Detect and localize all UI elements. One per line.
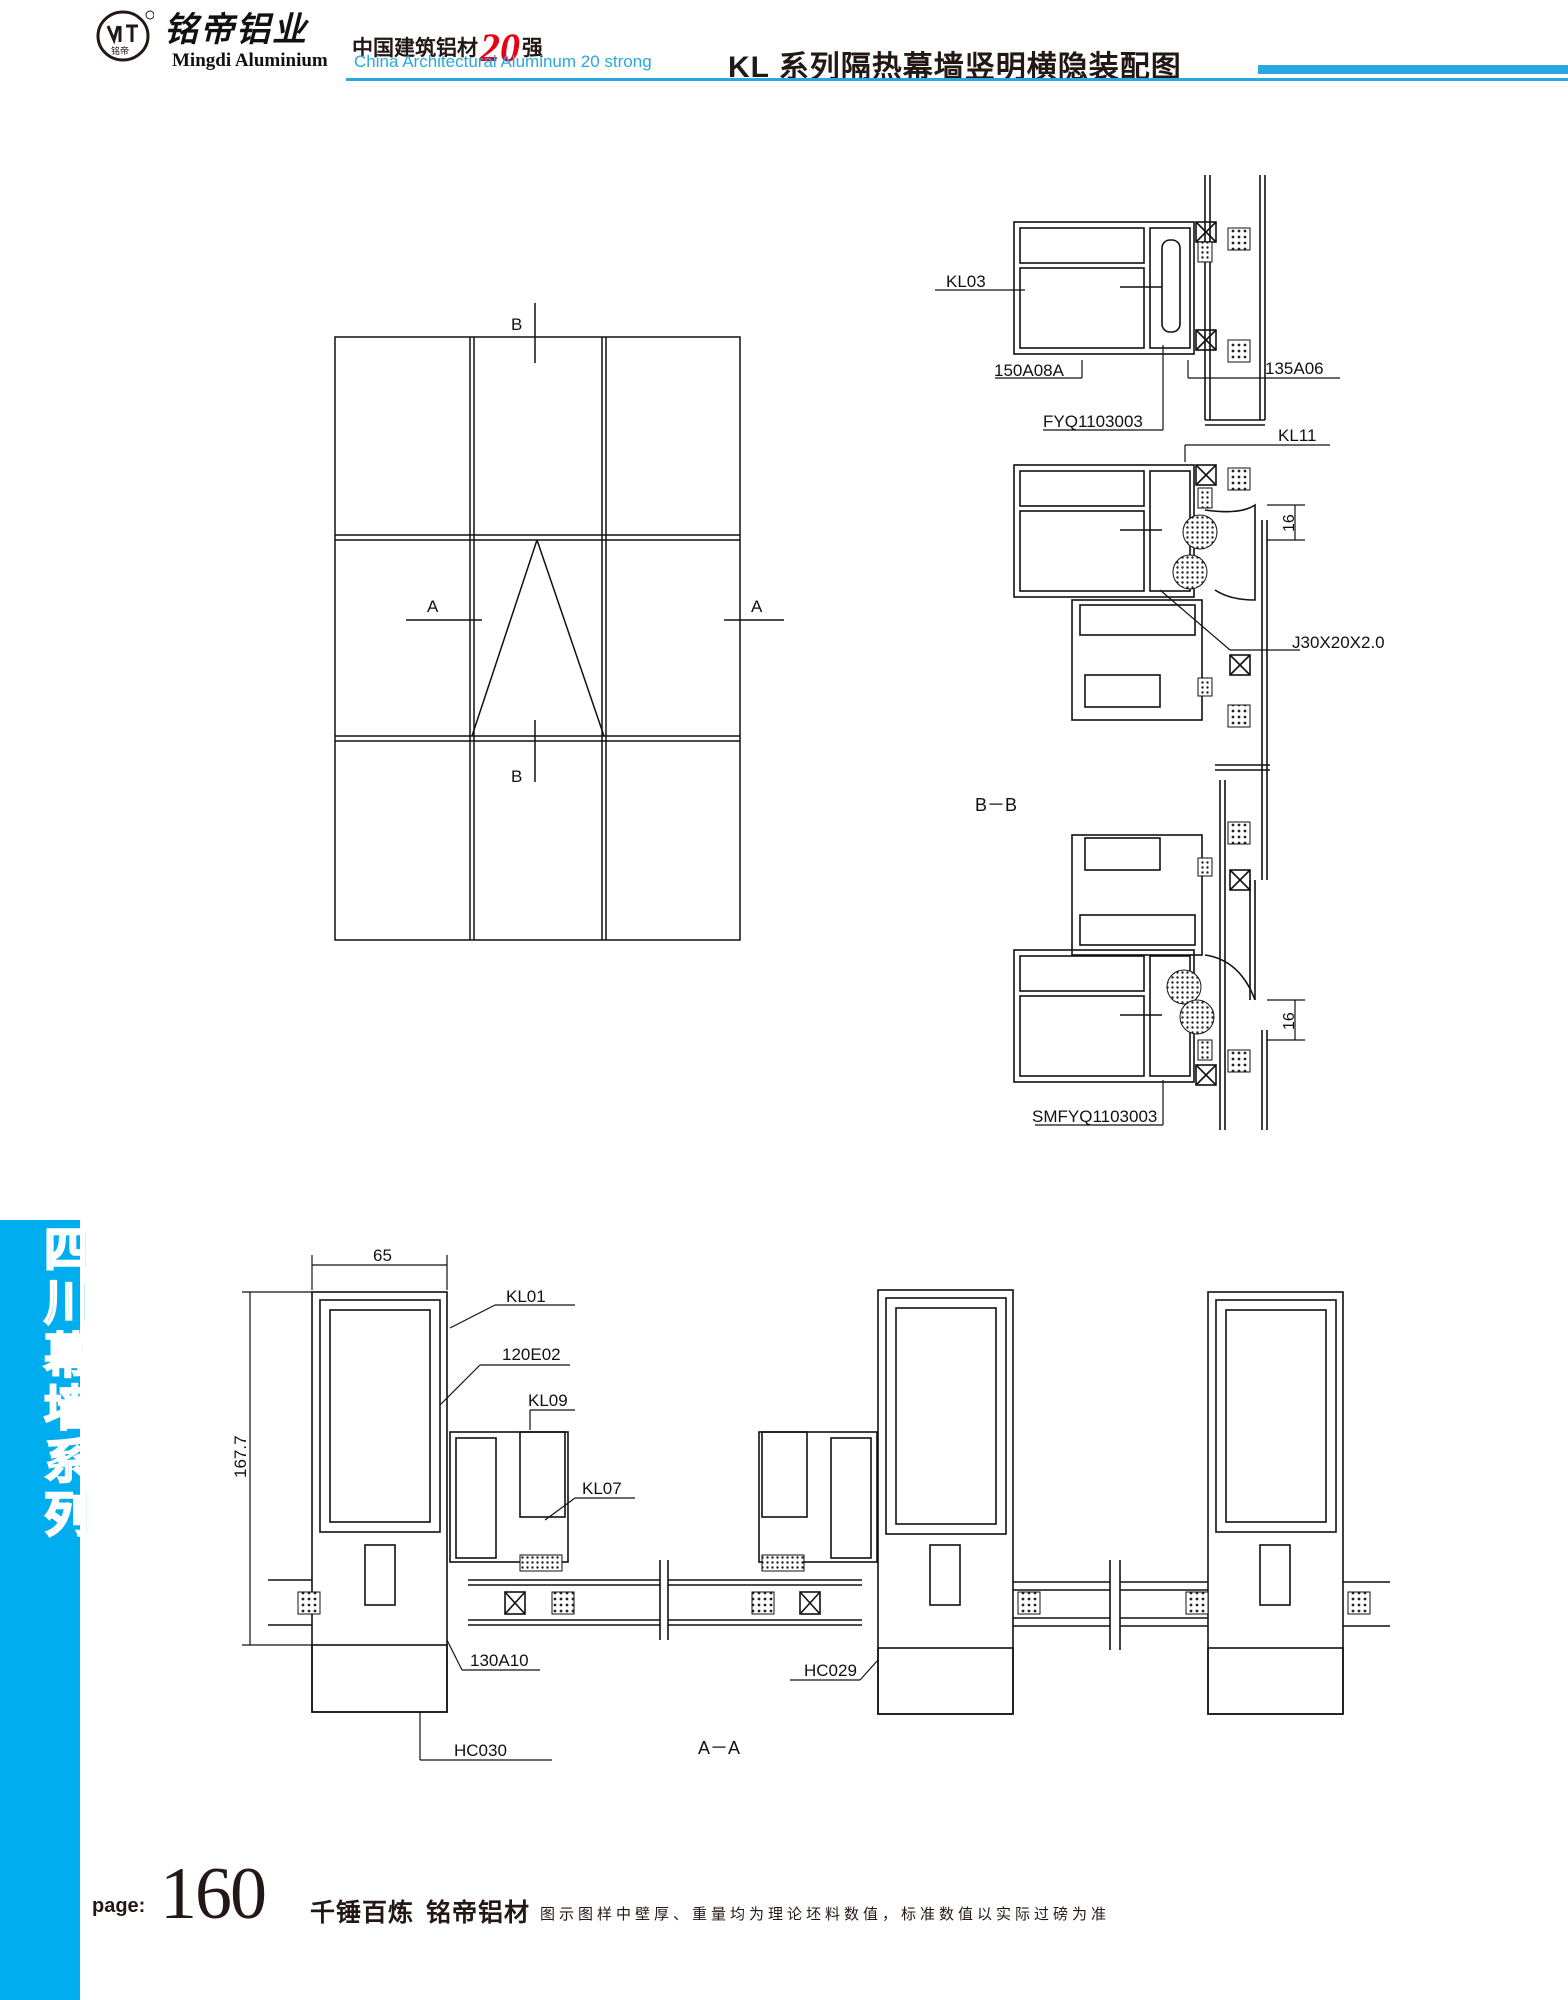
- footer-slogan: 千锤百炼: [310, 1899, 415, 1927]
- section-aa-leaders: [242, 1255, 879, 1761]
- page-label: page:: [92, 1895, 146, 1917]
- dimension-width-65: 65: [373, 1246, 392, 1265]
- brand-name-chinese: 铭帝铝业: [164, 10, 308, 50]
- section-bb-gaskets: [1166, 227, 1251, 1073]
- label-130a10: 130A10: [470, 1651, 529, 1670]
- header-slogan-english: China Architectural Aluminum 20 strong: [354, 52, 652, 71]
- section-marker-b-bottom: B: [511, 767, 522, 786]
- label-j30x20x2: J30X20X2.0: [1292, 633, 1385, 652]
- dimension-bb-lower: 16: [1281, 1012, 1298, 1030]
- section-bb-caption: B－B: [975, 795, 1017, 815]
- label-hc030: HC030: [454, 1741, 507, 1760]
- svg-text:铭帝: 铭帝: [111, 45, 129, 56]
- dimension-bb-upper: 16: [1281, 514, 1298, 532]
- header-slogan-suffix: 强: [522, 37, 543, 60]
- section-aa-gaskets: [297, 1554, 1371, 1615]
- dimension-height-167: 167.7: [231, 1435, 250, 1478]
- page-number: 160: [160, 1853, 267, 1935]
- section-marker-a-left: A: [427, 597, 439, 616]
- label-kl11: KL11: [1278, 426, 1316, 445]
- section-marker-b-top: B: [511, 315, 522, 334]
- elevation-drawing: [334, 303, 784, 941]
- brand-logo-mark: 铭帝: [96, 10, 154, 62]
- header-accent-bar: [1258, 65, 1568, 74]
- section-bb-leaders: [935, 289, 1340, 1126]
- label-135a06: 135A06: [1265, 359, 1324, 378]
- side-band: [0, 1220, 80, 2000]
- label-kl03: KL03: [946, 272, 986, 291]
- label-smfyq1103003: SMFYQ1103003: [1032, 1107, 1157, 1126]
- label-120e02: 120E02: [502, 1345, 561, 1364]
- section-aa-caption: A－A: [698, 1738, 740, 1758]
- section-aa-drawing: [268, 1289, 1390, 1715]
- footer-brand: 铭帝铝材: [426, 1899, 531, 1927]
- footer-note: 图示图样中壁厚、重量均为理论坯料数值，标准数值以实际过磅为准: [540, 1906, 1111, 1923]
- label-hc029: HC029: [804, 1661, 857, 1680]
- header-slogan: 中国建筑铝材20强: [352, 24, 543, 71]
- side-series-label: 四川幕墙系列: [43, 1223, 93, 1543]
- section-marker-a-right: A: [751, 597, 763, 616]
- header-slogan-number: 20: [480, 25, 520, 70]
- label-150a08a: 150A08A: [994, 361, 1065, 380]
- header-divider: [346, 78, 1568, 81]
- label-kl01: KL01: [506, 1287, 546, 1306]
- header-slogan-prefix: 中国建筑铝材: [352, 37, 478, 60]
- section-bb-drawing: [1013, 175, 1270, 1130]
- label-kl09: KL09: [528, 1391, 568, 1410]
- brand-name-english: Mingdi Aluminium: [172, 50, 328, 71]
- label-fyq1103003: FYQ1103003: [1043, 412, 1143, 431]
- label-kl07: KL07: [582, 1479, 622, 1498]
